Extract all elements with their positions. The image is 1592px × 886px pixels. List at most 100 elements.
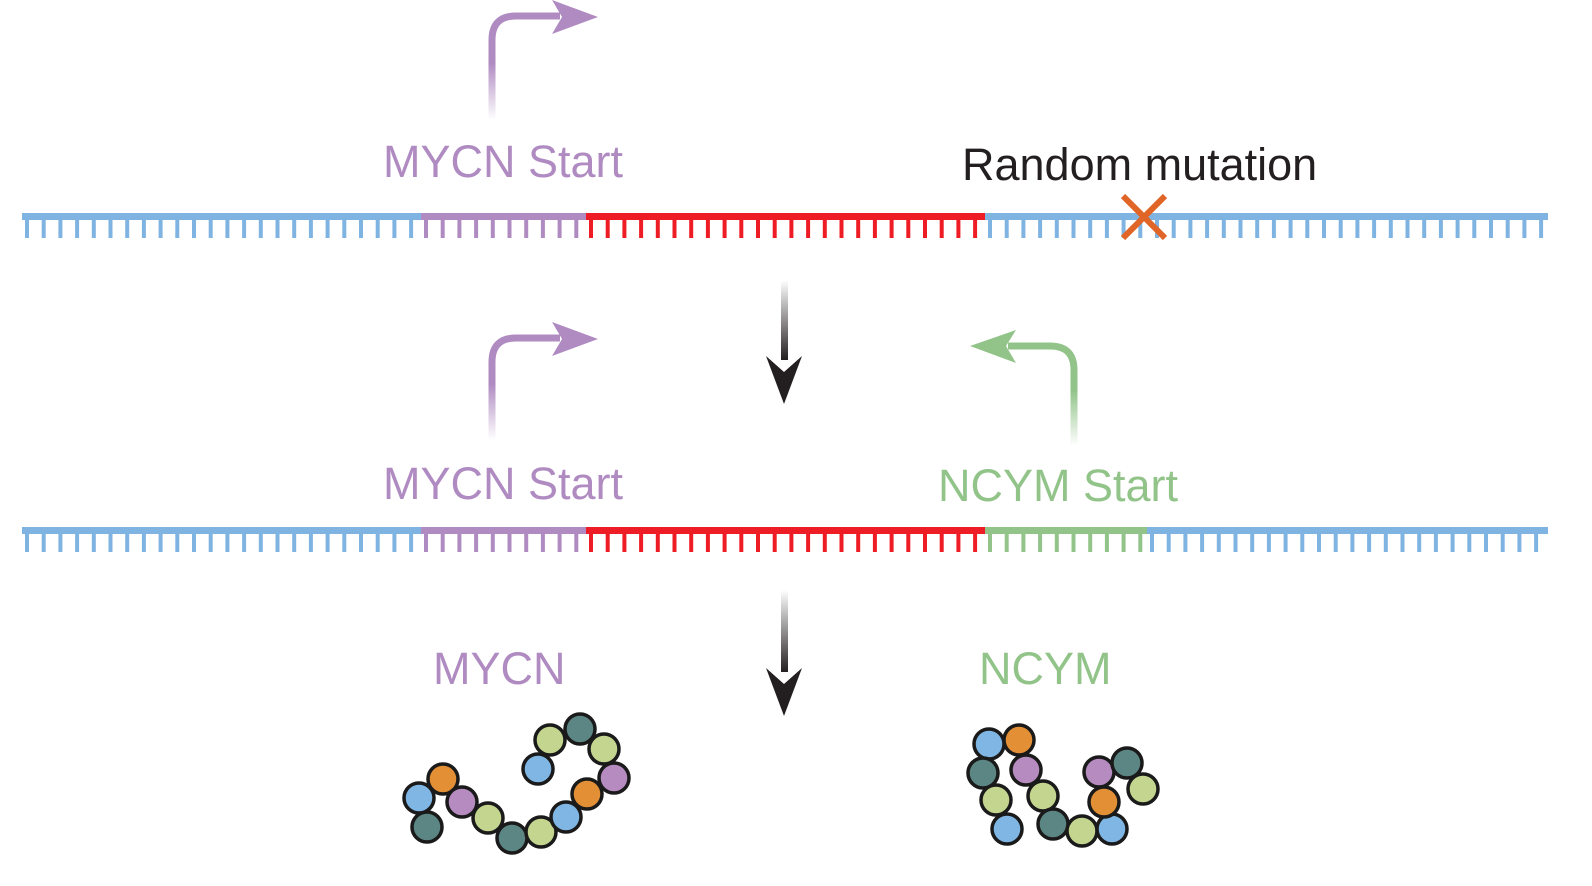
base-tick [1121,213,1126,238]
base-tick [789,213,794,238]
base-tick [739,213,744,238]
base-tick [1233,527,1238,552]
base-tick [756,527,760,552]
flank-segment-right [1147,527,1548,552]
base-tick [375,213,380,238]
base-tick [41,213,46,238]
base-tick [1534,527,1539,552]
base-tick [589,527,593,552]
base-tick [923,527,927,552]
amino-acid-bead-teal [966,756,1000,790]
base-tick [125,527,130,552]
base-tick [839,213,844,238]
base-tick [409,527,414,552]
base-tick [1255,213,1260,238]
amino-acid-bead-teal [410,810,444,844]
base-tick [108,527,113,552]
base-tick [507,527,512,552]
base-tick [906,527,911,552]
base-tick [292,213,297,238]
down-arrow-1 [766,280,802,404]
amino-acid-bead-green [471,801,505,835]
amino-acid-bead-green [979,783,1013,817]
base-tick [342,527,347,552]
mycn-promoter-segment [421,213,586,238]
base-tick [1221,213,1226,238]
amino-acid-bead-green [587,732,621,766]
base-tick [375,527,380,552]
base-tick [939,527,944,552]
base-tick [605,527,610,552]
base-tick [889,213,894,238]
base-tick [41,527,46,552]
amino-acid-bead-teal [1036,807,1070,841]
base-tick [705,527,710,552]
base-tick [490,527,495,552]
base-tick [392,213,397,238]
base-tick [973,213,978,238]
amino-acid-bead-purple [1082,755,1116,789]
base-tick [507,213,512,238]
amino-acid-bead-blue [521,752,555,786]
base-tick [440,527,445,552]
base-tick [1472,213,1477,238]
base-tick [524,527,529,552]
base-tick [75,213,80,238]
base-tick [540,527,545,552]
base-tick [440,213,445,238]
base-tick [689,527,694,552]
base-tick [923,213,927,238]
base-tick [275,527,280,552]
base-tick [1505,213,1510,238]
amino-acid-bead-green [1065,814,1099,848]
base-tick [1522,213,1527,238]
base-tick [1433,527,1438,552]
base-tick [1004,527,1009,552]
base-tick [856,213,861,238]
base-tick [789,527,794,552]
mycn-start-arrow-top [488,0,598,120]
base-tick [1004,213,1009,238]
base-tick [208,527,213,552]
base-tick [158,213,163,238]
base-tick [956,527,961,552]
base-tick [1054,527,1059,552]
base-tick [639,213,644,238]
base-tick [1388,213,1393,238]
base-tick [490,213,495,238]
base-tick [1338,213,1343,238]
base-tick [175,527,180,552]
mycn-protein-chain [402,712,631,855]
amino-acid-bead-orange [426,762,460,796]
base-tick [1271,213,1276,238]
base-tick [1021,213,1026,238]
amino-acid-bead-teal [1110,746,1144,780]
top-panel: MYCN Start Random mutation [22,0,1548,241]
base-tick [1121,527,1126,552]
base-tick [457,527,462,552]
base-tick [308,213,313,238]
amino-acid-bead-green [533,723,567,757]
base-tick [1438,213,1443,238]
base-tick [856,527,861,552]
base-tick [1489,213,1493,238]
base-tick [1455,213,1460,238]
base-tick [1500,527,1505,552]
mycn-protein-label: MYCN [433,643,566,694]
base-tick [988,213,992,238]
base-tick [1467,527,1472,552]
mycn-promoter-segment [421,527,586,552]
base-tick [557,527,562,552]
base-tick [359,213,363,238]
amino-acid-bead-blue [972,727,1006,761]
middle-panel: MYCN Start NCYM Start [22,322,1548,552]
base-tick [524,213,529,238]
base-tick [639,527,644,552]
amino-acid-bead-green [1026,779,1060,813]
amino-acid-bead-purple [445,785,479,819]
base-tick [242,527,247,552]
base-tick [1104,213,1109,238]
base-tick [192,527,196,552]
base-tick [622,213,627,238]
